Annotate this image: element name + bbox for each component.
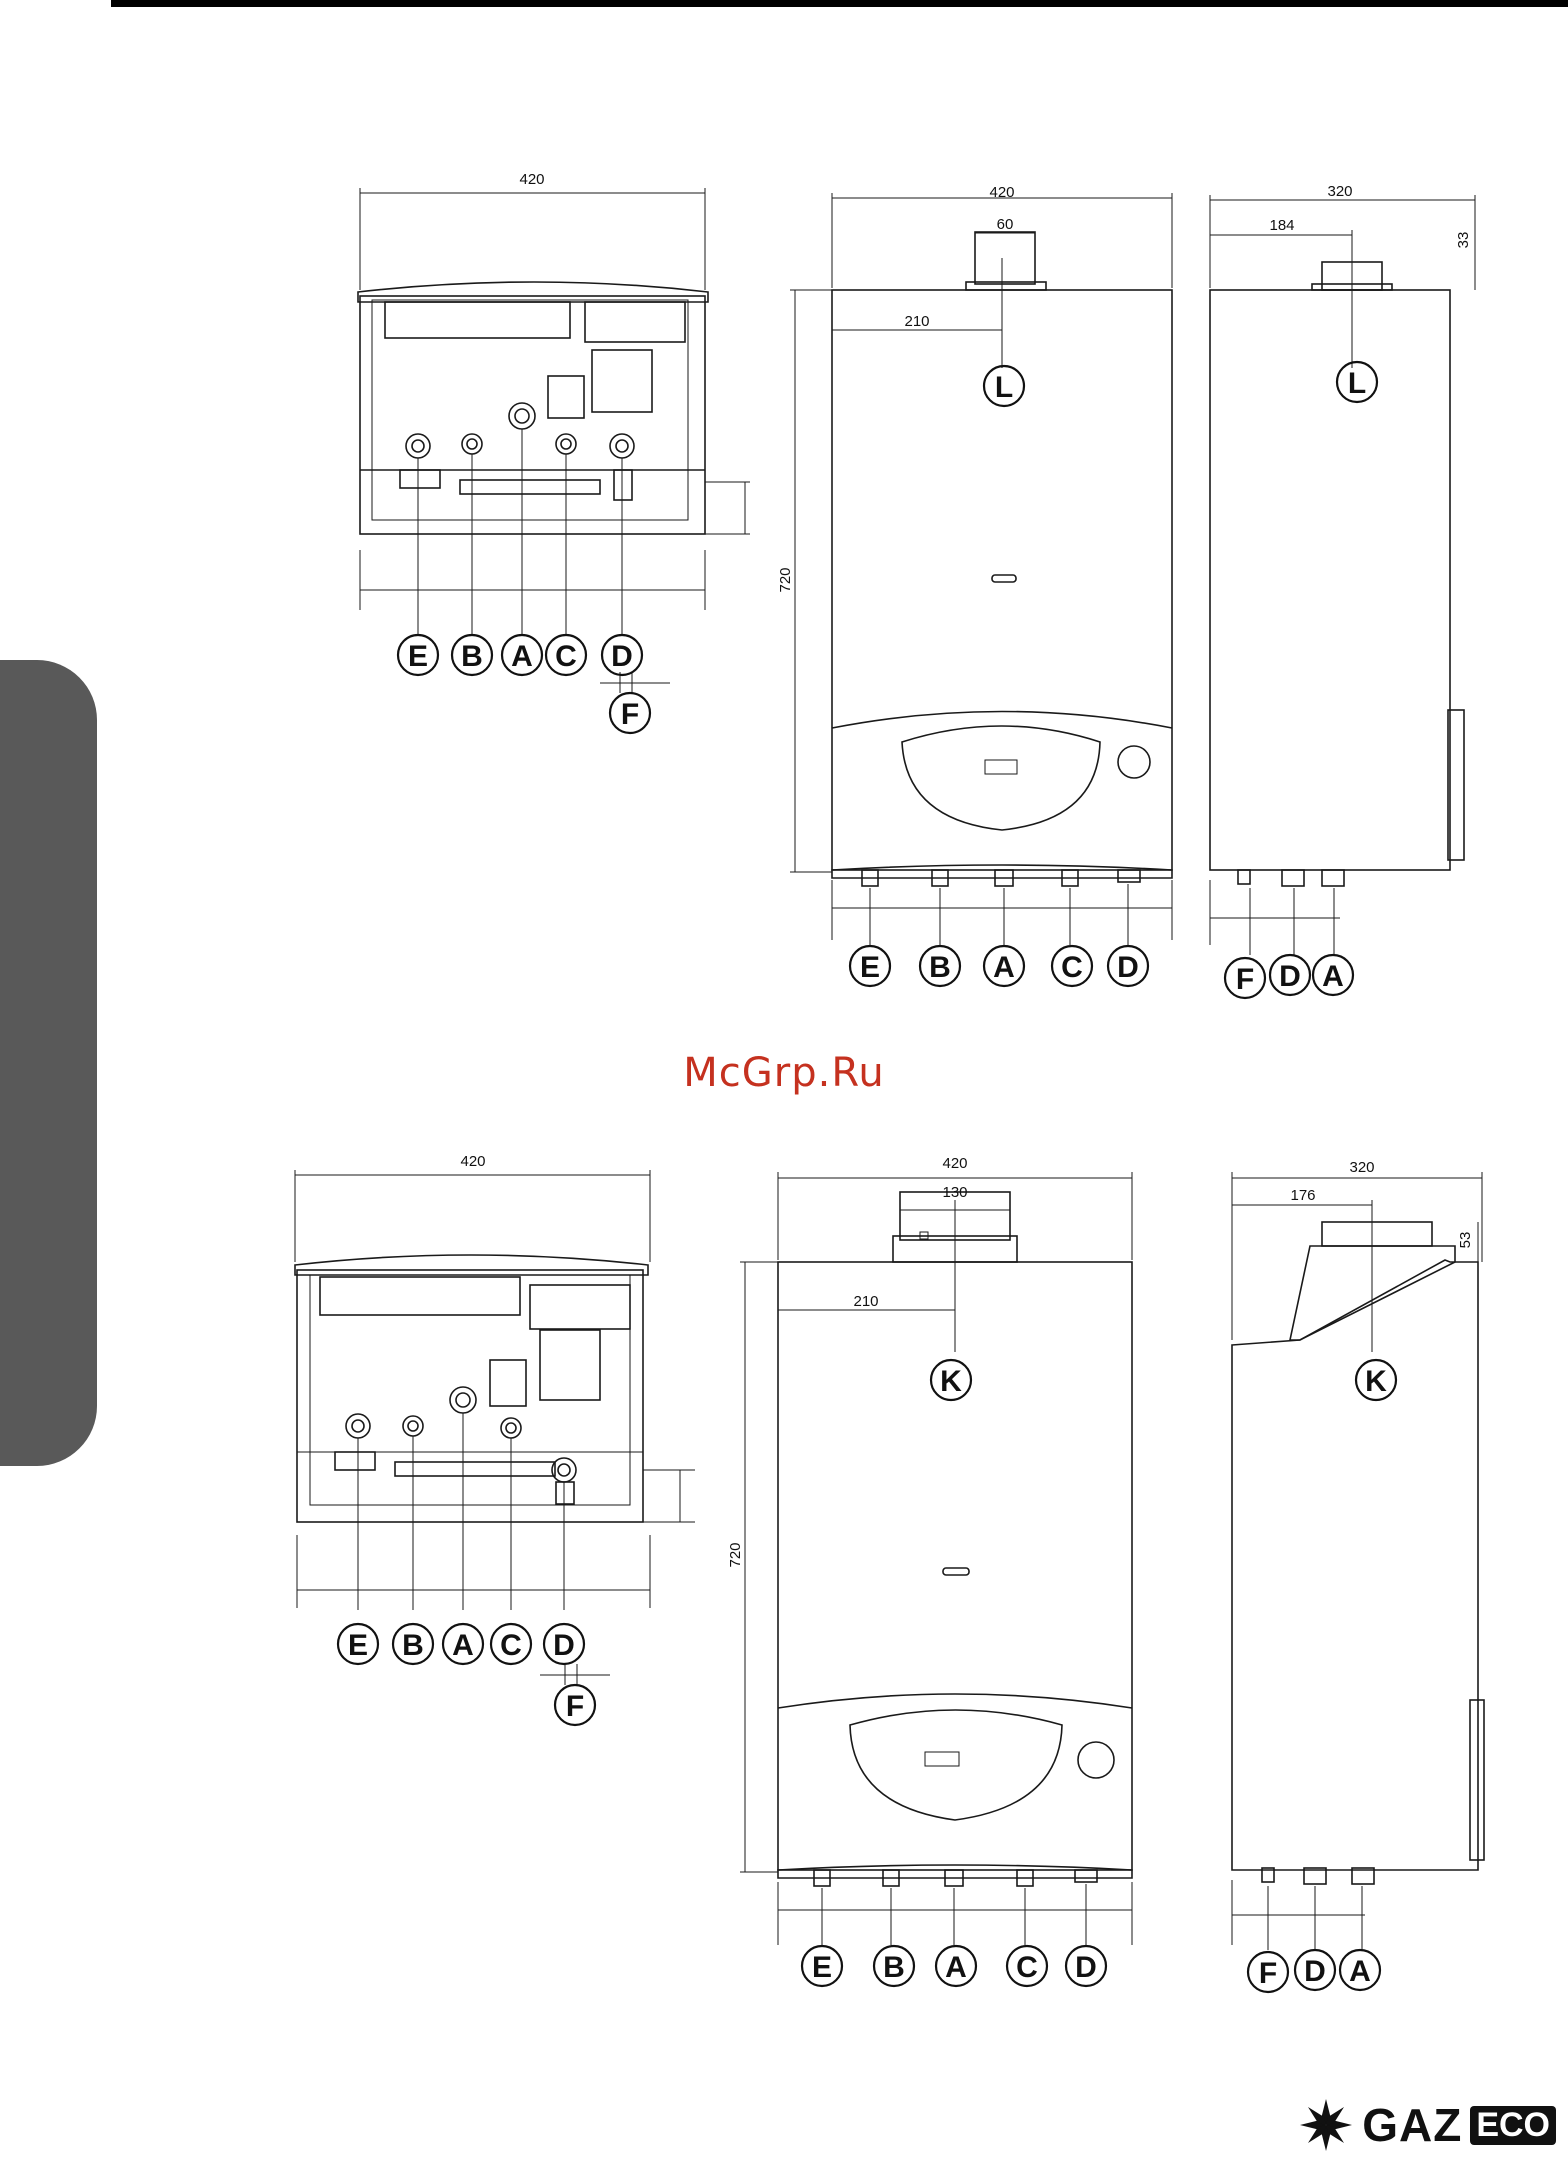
svg-text:B: B [461, 640, 483, 673]
svg-text:D: D [553, 1629, 575, 1662]
bottom-front-flue-dim: 130 [942, 1184, 967, 1201]
svg-text:B: B [883, 1951, 905, 1984]
svg-text:D: D [1075, 1951, 1097, 1984]
svg-text:F: F [1259, 1957, 1277, 1990]
callout-bottom-bottom-c: C [491, 1624, 531, 1664]
bottom-side-offset-dim: 176 [1290, 1187, 1315, 1204]
callout-bottom-front-b: B [874, 1946, 914, 1986]
bottom-side-depth-dim: 320 [1349, 1159, 1374, 1176]
callout-bottom-side-d: D [1295, 1950, 1335, 1990]
callout-top-front-d: D [1108, 946, 1148, 986]
svg-text:L: L [995, 371, 1013, 404]
top-side-offset-dim: 184 [1269, 217, 1294, 234]
top-side-view [1210, 195, 1475, 955]
svg-text:C: C [555, 640, 577, 673]
svg-text:B: B [402, 1629, 424, 1662]
callout-top-bottom-f: F [610, 693, 650, 733]
callout-bottom-side-a: A [1340, 1950, 1380, 1990]
svg-text:E: E [408, 640, 428, 673]
brand-name: GAZ [1362, 2098, 1462, 2152]
callout-top-bottom-b: B [452, 635, 492, 675]
bottom-bottom-width-dim: 420 [460, 1153, 485, 1170]
svg-text:D: D [611, 640, 633, 673]
callout-bottom-bottom-e: E [338, 1624, 378, 1664]
top-side-top-dim: 33 [1455, 232, 1472, 249]
bottom-bottom-view [295, 1170, 695, 1685]
callout-top-front-c: C [1052, 946, 1092, 986]
svg-text:D: D [1117, 951, 1139, 984]
callout-top-side-d: D [1270, 955, 1310, 995]
svg-text:C: C [1061, 951, 1083, 984]
callout-bottom-front-d: D [1066, 1946, 1106, 1986]
svg-text:B: B [929, 951, 951, 984]
svg-text:F: F [1236, 963, 1254, 996]
top-front-width-dim: 420 [989, 184, 1014, 201]
callout-bottom-bottom-f: F [555, 1685, 595, 1725]
bottom-front-view [740, 1172, 1132, 1945]
bottom-front-height-dim: 720 [727, 1542, 744, 1567]
callout-bottom-bottom-b: B [393, 1624, 433, 1664]
svg-text:D: D [1279, 960, 1301, 993]
watermark: McGrp.Ru [0, 1050, 1568, 1096]
callout-top-side-l: L [1337, 362, 1377, 402]
top-front-height-dim: 720 [777, 567, 794, 592]
callout-top-side-a: A [1313, 955, 1353, 995]
flower-logo-icon [1298, 2097, 1354, 2153]
brand-suffix: ECO [1470, 2106, 1556, 2145]
svg-text:A: A [993, 951, 1015, 984]
bottom-front-width-dim: 420 [942, 1155, 967, 1172]
bottom-side-top-dim: 53 [1457, 1232, 1474, 1249]
top-bottom-width-dim: 420 [519, 171, 544, 188]
callout-bottom-bottom-d: D [544, 1624, 584, 1664]
callout-bottom-bottom-a: A [443, 1624, 483, 1664]
top-front-view [790, 193, 1172, 945]
svg-text:K: K [940, 1365, 962, 1398]
callout-bottom-front-e: E [802, 1946, 842, 1986]
svg-text:E: E [860, 951, 880, 984]
svg-text:A: A [511, 640, 533, 673]
svg-text:E: E [812, 1951, 832, 1984]
callout-top-front-l: L [984, 366, 1024, 406]
top-front-flue-dim: 60 [997, 216, 1014, 233]
svg-text:A: A [452, 1629, 474, 1662]
svg-text:K: K [1365, 1365, 1387, 1398]
callout-bottom-side-f: F [1248, 1952, 1288, 1992]
svg-text:C: C [500, 1629, 522, 1662]
svg-text:E: E [348, 1629, 368, 1662]
callout-top-bottom-d: D [602, 635, 642, 675]
svg-text:D: D [1304, 1955, 1326, 1988]
brand-logo: GAZ ECO [1298, 2097, 1556, 2153]
callout-top-bottom-a: A [502, 635, 542, 675]
callout-top-front-e: E [850, 946, 890, 986]
top-side-depth-dim: 320 [1327, 183, 1352, 200]
svg-text:L: L [1348, 367, 1366, 400]
callout-top-bottom-c: C [546, 635, 586, 675]
svg-text:C: C [1016, 1951, 1038, 1984]
callout-top-front-b: B [920, 946, 960, 986]
callout-top-front-a: A [984, 946, 1024, 986]
callout-bottom-side-k: K [1356, 1360, 1396, 1400]
svg-text:A: A [945, 1951, 967, 1984]
top-front-offset-dim: 210 [904, 313, 929, 330]
callout-top-bottom-e: E [398, 635, 438, 675]
callout-bottom-front-a: A [936, 1946, 976, 1986]
svg-text:F: F [566, 1690, 584, 1723]
svg-text:A: A [1349, 1955, 1371, 1988]
callout-bottom-front-c: C [1007, 1946, 1047, 1986]
bottom-front-offset-dim: 210 [853, 1293, 878, 1310]
svg-text:F: F [621, 698, 639, 731]
svg-text:A: A [1322, 960, 1344, 993]
top-bottom-view [358, 188, 750, 693]
callout-top-side-f: F [1225, 958, 1265, 998]
callout-bottom-front-k: K [931, 1360, 971, 1400]
bottom-side-view [1232, 1172, 1484, 1950]
